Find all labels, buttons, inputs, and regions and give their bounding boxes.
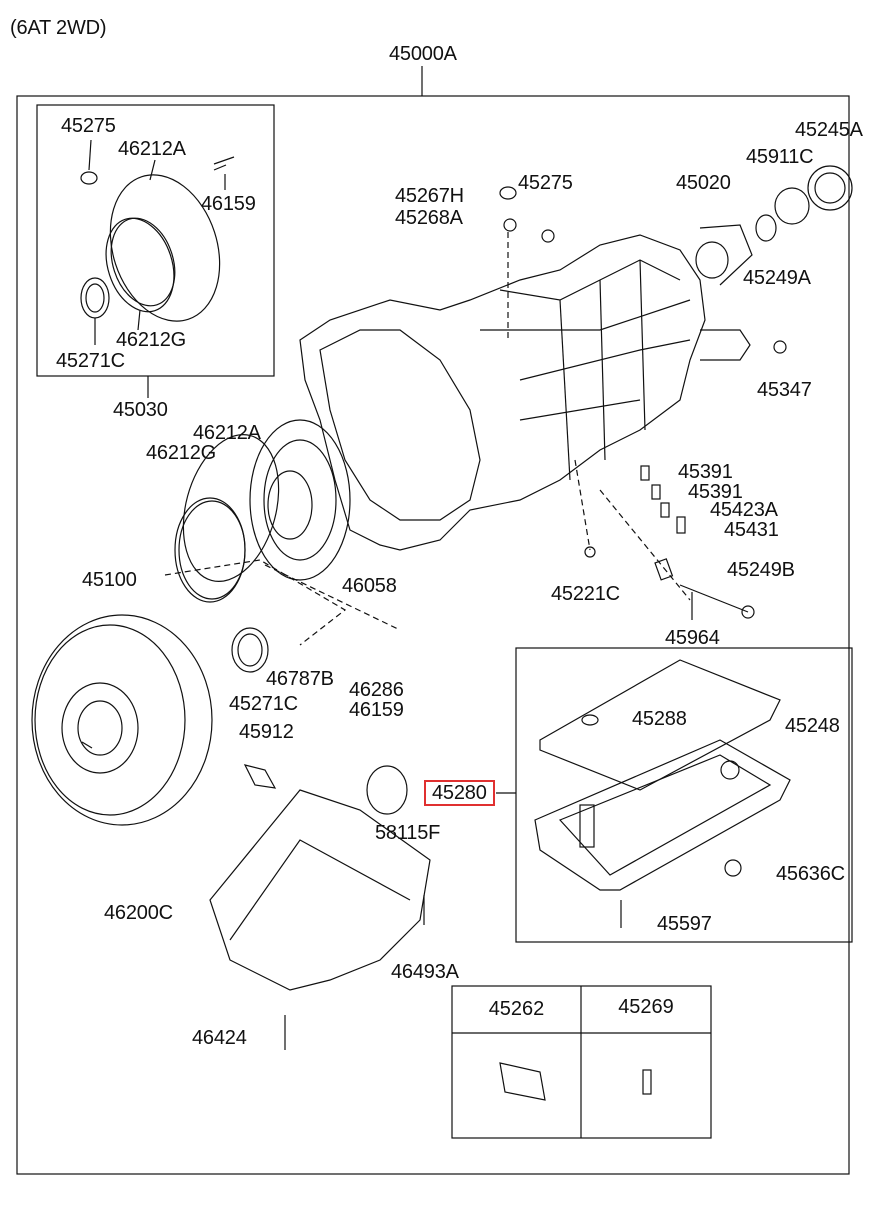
part-label[interactable]: 46159 <box>349 699 404 721</box>
kit-45030-frame <box>36 104 275 377</box>
part-label[interactable]: 46493A <box>391 961 459 983</box>
part-label[interactable]: 45431 <box>724 519 779 541</box>
dashed-leaders <box>164 459 691 646</box>
header-label: (6AT 2WD) <box>10 17 107 39</box>
part-label[interactable]: 45597 <box>657 913 712 935</box>
part-label[interactable]: 45391 <box>688 481 743 503</box>
part-label[interactable]: 45249B <box>727 559 795 581</box>
part-label[interactable]: 46212G <box>146 442 216 464</box>
part-label[interactable]: 45288 <box>632 708 687 730</box>
part-label[interactable]: 46058 <box>342 575 397 597</box>
part-label[interactable]: 45347 <box>757 379 812 401</box>
kit-parts <box>80 139 235 345</box>
assembly-label: 45000A <box>389 43 457 65</box>
transmission-case <box>299 234 751 551</box>
part-label[interactable]: 45964 <box>665 627 720 649</box>
part-label[interactable]: 45636C <box>776 863 845 885</box>
part-label[interactable]: 46212A <box>193 422 261 444</box>
torque-converter <box>31 614 213 826</box>
part-label[interactable]: 45271C <box>229 693 298 715</box>
part-label[interactable]: 45245A <box>795 119 863 141</box>
valve-body <box>209 764 431 1050</box>
part-label[interactable]: 46787B <box>266 668 334 690</box>
oil-pan-frame <box>515 647 853 943</box>
part-label[interactable]: 45911C <box>746 146 814 168</box>
part-label[interactable]: 45030 <box>113 399 168 421</box>
rear-seals <box>499 165 853 354</box>
table-header-col1: 45262 <box>488 998 545 1020</box>
part-label[interactable]: 46424 <box>192 1027 247 1049</box>
part-label[interactable]: 45912 <box>239 721 294 743</box>
part-label[interactable]: 45275 <box>61 115 116 137</box>
part-label[interactable]: 46212G <box>116 329 186 351</box>
part-label[interactable]: 45275 <box>518 172 573 194</box>
part-label[interactable]: 45100 <box>82 569 137 591</box>
part-label[interactable]: 45423A <box>710 499 778 521</box>
part-label[interactable]: 45249A <box>743 267 811 289</box>
part-label[interactable]: 46200C <box>104 902 173 924</box>
table-header-col2: 45269 <box>618 996 674 1018</box>
oil-pan <box>534 659 791 928</box>
info-table <box>451 985 712 1139</box>
highlighted-part-label[interactable]: 45280 <box>424 780 495 806</box>
part-label[interactable]: 45267H <box>395 185 464 207</box>
part-label[interactable]: 46286 <box>349 679 404 701</box>
part-label[interactable]: 45020 <box>676 172 731 194</box>
part-label[interactable]: 46159 <box>201 193 256 215</box>
small-pins <box>584 465 755 620</box>
part-label[interactable]: 45221C <box>551 583 620 605</box>
part-label[interactable]: 58115F <box>375 822 441 844</box>
part-label[interactable]: 45271C <box>56 350 125 372</box>
part-label[interactable]: 45391 <box>678 461 733 483</box>
part-label[interactable]: 45268A <box>395 207 463 229</box>
main-assembly-frame <box>16 95 850 1175</box>
part-label[interactable]: 46212A <box>118 138 186 160</box>
part-label[interactable]: 45248 <box>785 715 840 737</box>
oil-pump <box>174 419 351 673</box>
